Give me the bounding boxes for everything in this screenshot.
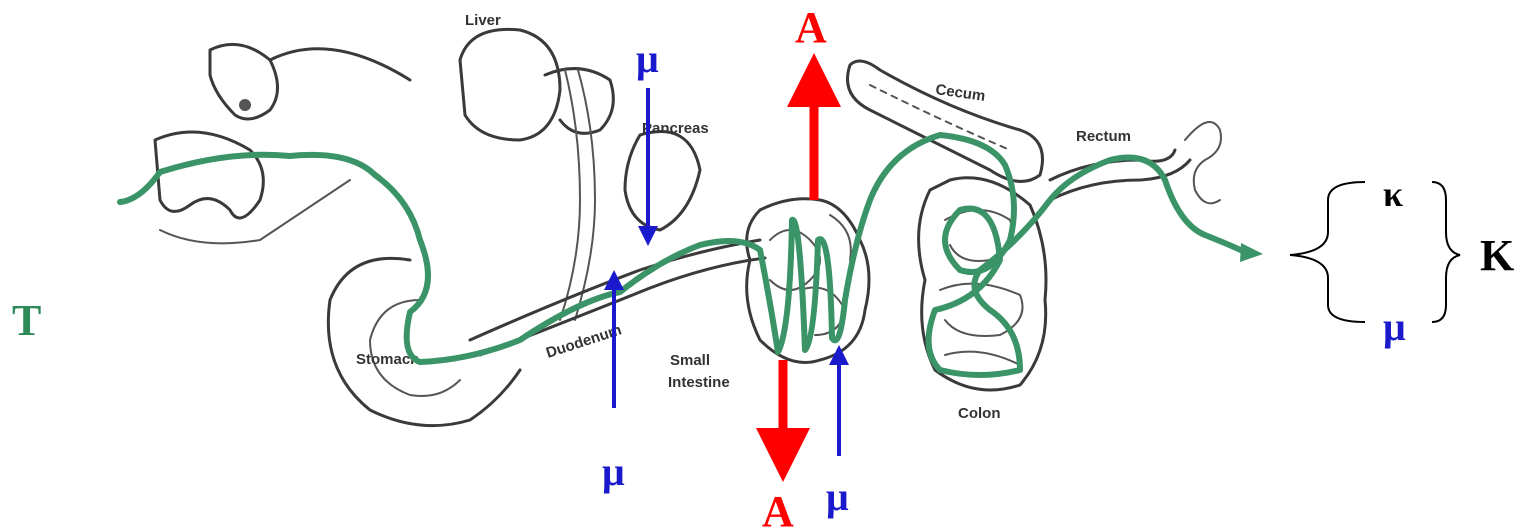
- transit-path: [120, 135, 1245, 375]
- small-intestine-coil-3: [830, 215, 851, 260]
- symbol-mu-top: μ: [636, 36, 659, 81]
- bile-duct-outline-2: [575, 70, 595, 320]
- pancreas-outline: [625, 132, 700, 230]
- stomach-outline: [328, 258, 520, 425]
- symbol-kappa: κ: [1383, 174, 1403, 214]
- symbol-mu-bottom-right: μ: [826, 474, 849, 519]
- mouth-outline: [155, 132, 263, 218]
- stomach-inner-outline: [370, 300, 460, 396]
- label-duodenum: Duodenum: [544, 321, 624, 361]
- symbol-absorption-top: A: [795, 3, 827, 52]
- label-pancreas: Pancreas: [642, 120, 709, 137]
- symbol-absorption-bottom: A: [762, 487, 794, 530]
- esophagus-upper-outline: [270, 49, 410, 80]
- label-colon: Colon: [958, 405, 1001, 422]
- bile-duct-outline: [560, 70, 580, 320]
- label-intestine: Intestine: [668, 374, 730, 391]
- symbol-mu-bottom-left: μ: [602, 449, 625, 494]
- symbol-mu-output: μ: [1383, 304, 1406, 349]
- symbol-elimination-k: K: [1480, 231, 1514, 280]
- left-brace: [1290, 182, 1365, 322]
- transit-arrowhead: [1240, 243, 1263, 262]
- symbol-transit-t: T: [12, 296, 41, 345]
- label-liver: Liver: [465, 12, 501, 29]
- colon-coil-3: [945, 352, 1020, 365]
- label-rectum: Rectum: [1076, 128, 1131, 145]
- label-small: Small: [670, 352, 710, 369]
- anus-outline: [1185, 122, 1221, 203]
- output-brace-group: κ μ K: [1290, 174, 1514, 349]
- liver-outline: [460, 29, 560, 140]
- right-brace: [1432, 182, 1460, 322]
- eye-mark: [239, 99, 251, 111]
- neck-outline: [160, 180, 350, 243]
- gallbladder-outline: [545, 69, 613, 134]
